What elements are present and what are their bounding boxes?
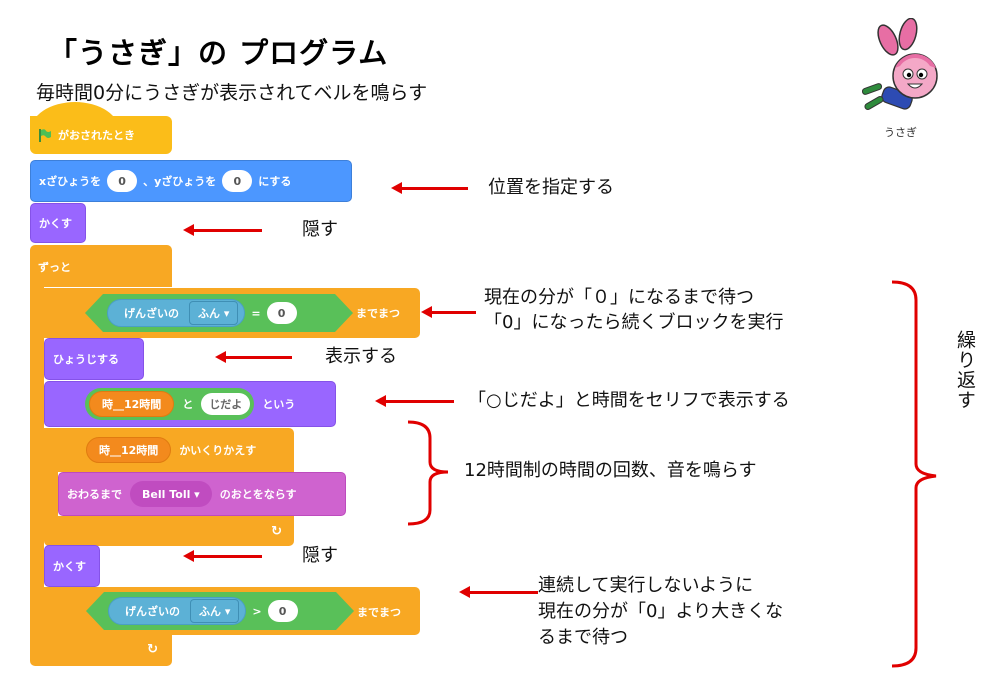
annotation-hide: 隠す (302, 219, 338, 240)
greater-than-operator[interactable]: げんざいの ふん ▾ > 0 (86, 592, 354, 630)
arrow-left-icon (183, 550, 262, 562)
hour-variable[interactable]: 時__12時間 (89, 391, 175, 417)
repeat-brace-icon (407, 420, 449, 526)
arrow-left-icon (215, 351, 292, 363)
repeat-bottom: ↻ (44, 516, 294, 546)
annotation-hide: 隠す (302, 545, 338, 566)
operator-symbol: = (251, 306, 261, 320)
goto-xy-block[interactable]: xざひょうを 0 、yざひょうを 0 にする (30, 160, 352, 202)
play-sound-until-done-block[interactable]: おわるまで Bell Toll ▾ のおとをならす (58, 472, 346, 516)
forever-bottom: ↻ (30, 632, 172, 666)
annotation-say: 「○じだよ」と時間をセリフで表示する (468, 390, 790, 411)
time-unit-dropdown[interactable]: ふん ▾ (189, 301, 238, 325)
arrow-left-icon (459, 586, 538, 598)
loop-arrow-icon: ↻ (147, 641, 158, 657)
compare-value-input[interactable]: 0 (268, 600, 298, 622)
repeat-block[interactable]: 時__12時間 かいくりかえす (44, 428, 294, 472)
annotation-wait2-line1: 連続して実行しないように (538, 575, 754, 596)
sound-dropdown[interactable]: Bell Toll ▾ (130, 481, 212, 507)
green-flag-icon (38, 128, 52, 142)
annotation-wait2-line2: 現在の分が「0」より大きくな (538, 601, 784, 622)
arrow-left-icon (421, 306, 476, 318)
x-input[interactable]: 0 (107, 170, 138, 192)
when-flag-clicked-block[interactable]: がおされたとき (30, 116, 172, 154)
block-label: 、yざひょうを (143, 175, 217, 188)
equals-operator[interactable]: げんざいの ふん ▾ = 0 (85, 294, 353, 332)
annotation-wait-line1: 現在の分が「０」になるまで待つ (484, 287, 754, 308)
loop-brace-icon (891, 280, 937, 668)
operator-symbol: > (252, 604, 262, 618)
block-label: までまつ (356, 307, 400, 320)
arrow-left-icon (391, 182, 468, 194)
block-label: ひょうじする (53, 353, 119, 366)
join-operator[interactable]: 時__12時間 と じだよ (85, 388, 255, 420)
sprite-name: うさぎ (884, 126, 917, 139)
page-subtitle: 毎時間0分にうさぎが表示されてベルを鳴らす (36, 82, 428, 104)
block-label: おわるまで (67, 488, 122, 501)
rabbit-character-icon (850, 17, 950, 128)
block-label: と (182, 398, 194, 411)
block-label: かいくりかえす (179, 444, 257, 457)
text-input[interactable]: じだよ (201, 393, 251, 415)
page-title: 「うさぎ」の プログラム (48, 36, 389, 70)
hide-block[interactable]: かくす (30, 203, 86, 243)
block-label: のおとをならす (219, 488, 297, 501)
block-label: までまつ (357, 606, 401, 619)
block-label: かくす (53, 560, 86, 573)
hide-block[interactable]: かくす (44, 545, 100, 587)
current-minute-reporter[interactable]: げんざいの ふん ▾ (107, 299, 245, 327)
block-label: ずっと (38, 261, 71, 274)
annotation-repeat: 12時間制の時間の回数、音を鳴らす (464, 460, 757, 481)
annotation-loop: 繰り返す (954, 330, 976, 410)
forever-arm (30, 285, 44, 633)
block-label: げんざいの (125, 605, 180, 618)
loop-arrow-icon: ↻ (271, 523, 282, 539)
say-block[interactable]: 時__12時間 と じだよ という (44, 381, 336, 427)
y-input[interactable]: 0 (222, 170, 253, 192)
annotation-position: 位置を指定する (488, 177, 614, 198)
arrow-left-icon (183, 224, 262, 236)
compare-value-input[interactable]: 0 (267, 302, 297, 324)
block-label: げんざいの (124, 307, 179, 320)
annotation-wait2-line3: るまで待つ (538, 627, 628, 648)
block-label: がおされたとき (58, 129, 135, 142)
block-label: かくす (39, 217, 72, 230)
hour-variable[interactable]: 時__12時間 (86, 437, 172, 463)
annotation-show: 表示する (325, 346, 397, 367)
annotation-wait-line2: 「0」になったら続くブロックを実行 (484, 312, 784, 333)
repeat-arm (44, 470, 58, 518)
block-label: xざひょうを (39, 175, 102, 188)
block-label: という (262, 398, 296, 411)
current-minute-reporter[interactable]: げんざいの ふん ▾ (108, 597, 246, 625)
block-label: にする (258, 175, 292, 188)
arrow-left-icon (375, 395, 454, 407)
forever-block[interactable]: ずっと (30, 245, 172, 287)
show-block[interactable]: ひょうじする (44, 338, 144, 380)
time-unit-dropdown[interactable]: ふん ▾ (190, 599, 239, 623)
